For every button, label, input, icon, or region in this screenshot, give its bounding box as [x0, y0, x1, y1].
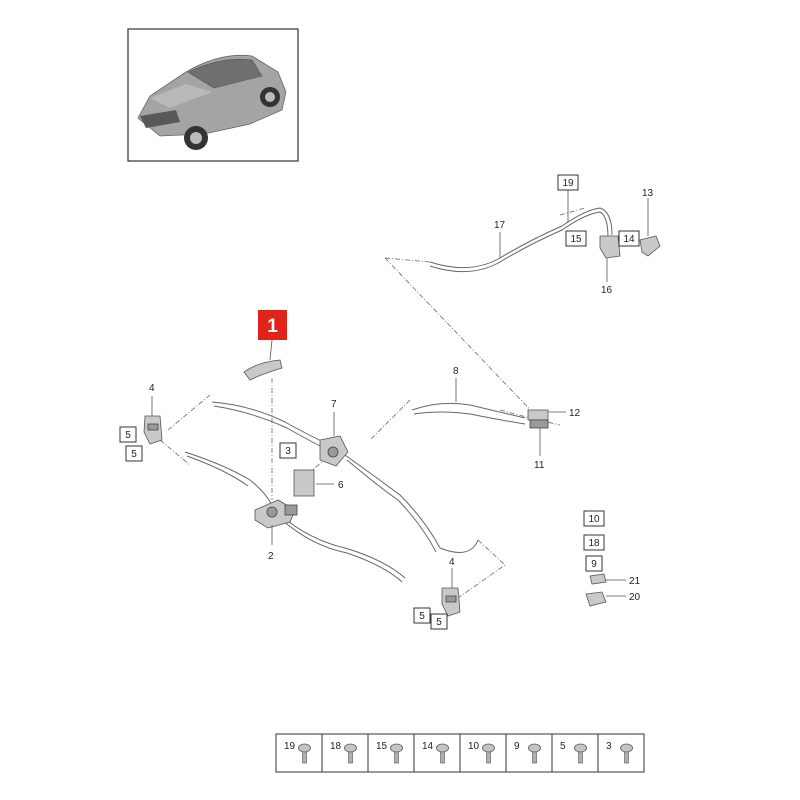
parts	[143, 235, 661, 617]
part-13-clip	[639, 235, 661, 257]
legend-item-5[interactable]: 5	[551, 734, 587, 772]
callout-15-box[interactable]: 15	[570, 234, 582, 245]
part-20-clip	[585, 591, 607, 607]
fastener-icon	[620, 743, 633, 764]
vehicle-thumbnail	[127, 28, 299, 162]
callout-17[interactable]: 17	[494, 220, 506, 231]
callout-14-box[interactable]: 14	[623, 234, 635, 245]
part-1-handle	[243, 359, 283, 381]
part-7-mechanism	[319, 435, 349, 467]
guide-lines	[159, 207, 641, 601]
callout-12[interactable]: 12	[569, 408, 581, 419]
callout-10-box[interactable]: 10	[588, 514, 600, 525]
legend-item-10[interactable]: 10	[459, 734, 495, 772]
fastener-icon	[574, 743, 587, 764]
legend-label: 10	[468, 741, 480, 752]
callout-2[interactable]: 2	[268, 551, 274, 562]
legend-label: 9	[514, 741, 520, 752]
legend-item-3[interactable]: 3	[597, 734, 633, 772]
legend-label: 5	[560, 741, 566, 752]
callout-7[interactable]: 7	[331, 399, 337, 410]
callout-5-box-d[interactable]: 5	[436, 617, 442, 628]
part-21-clip	[589, 573, 607, 585]
callout-5-box-c[interactable]: 5	[419, 611, 425, 622]
legend-item-19[interactable]: 19	[284, 741, 311, 764]
highlight-callout-1[interactable]: 1	[258, 310, 287, 340]
fastener-icon	[298, 743, 311, 764]
boxed-callouts: 5 5 5 5 3 19 15 14 10 18 9	[119, 174, 640, 630]
callout-6[interactable]: 6	[338, 480, 344, 491]
legend-label: 14	[422, 741, 434, 752]
callout-labels: 2 4 4 6 7 8 11 12 13 16 17 20 21	[149, 188, 654, 603]
callout-16[interactable]: 16	[601, 285, 613, 296]
callout-18-box[interactable]: 18	[588, 538, 600, 549]
callout-20[interactable]: 20	[629, 592, 641, 603]
callout-13[interactable]: 13	[642, 188, 654, 199]
part-4-bracket-left	[143, 415, 163, 445]
part-2-mechanism	[254, 499, 298, 529]
part-4-bracket-right	[441, 587, 461, 617]
callout-8[interactable]: 8	[453, 366, 459, 377]
leader-lines	[151, 190, 649, 597]
legend-label: 15	[376, 741, 388, 752]
legend-item-9[interactable]: 9	[505, 734, 541, 772]
legend-label: 3	[606, 741, 612, 752]
legend-item-15[interactable]: 15	[367, 734, 403, 772]
cables	[184, 207, 613, 583]
fastener-icon	[482, 743, 495, 764]
callout-21[interactable]: 21	[629, 576, 641, 587]
callout-4-right[interactable]: 4	[449, 557, 455, 568]
callout-19-box[interactable]: 19	[562, 178, 574, 189]
part-6-plate	[293, 469, 315, 497]
legend-item-18[interactable]: 18	[321, 734, 357, 772]
legend-label: 19	[284, 741, 296, 752]
fastener-icon	[436, 743, 449, 764]
callout-5-box-a[interactable]: 5	[125, 430, 131, 441]
legend-label: 18	[330, 741, 342, 752]
fastener-icon	[390, 743, 403, 764]
callout-1-label: 1	[267, 316, 278, 337]
hardware-legend: 19 18 15 14 10 9 5 3	[275, 733, 645, 773]
callout-5-box-b[interactable]: 5	[131, 449, 137, 460]
part-11-12-connector	[527, 409, 549, 429]
callout-9-box[interactable]: 9	[591, 559, 597, 570]
fastener-icon	[528, 743, 541, 764]
fastener-icon	[344, 743, 357, 764]
callout-3-box[interactable]: 3	[285, 446, 291, 457]
callout-11[interactable]: 11	[534, 460, 545, 471]
legend-item-14[interactable]: 14	[413, 734, 449, 772]
part-16-bracket	[599, 235, 621, 259]
callout-4-left[interactable]: 4	[149, 383, 155, 394]
